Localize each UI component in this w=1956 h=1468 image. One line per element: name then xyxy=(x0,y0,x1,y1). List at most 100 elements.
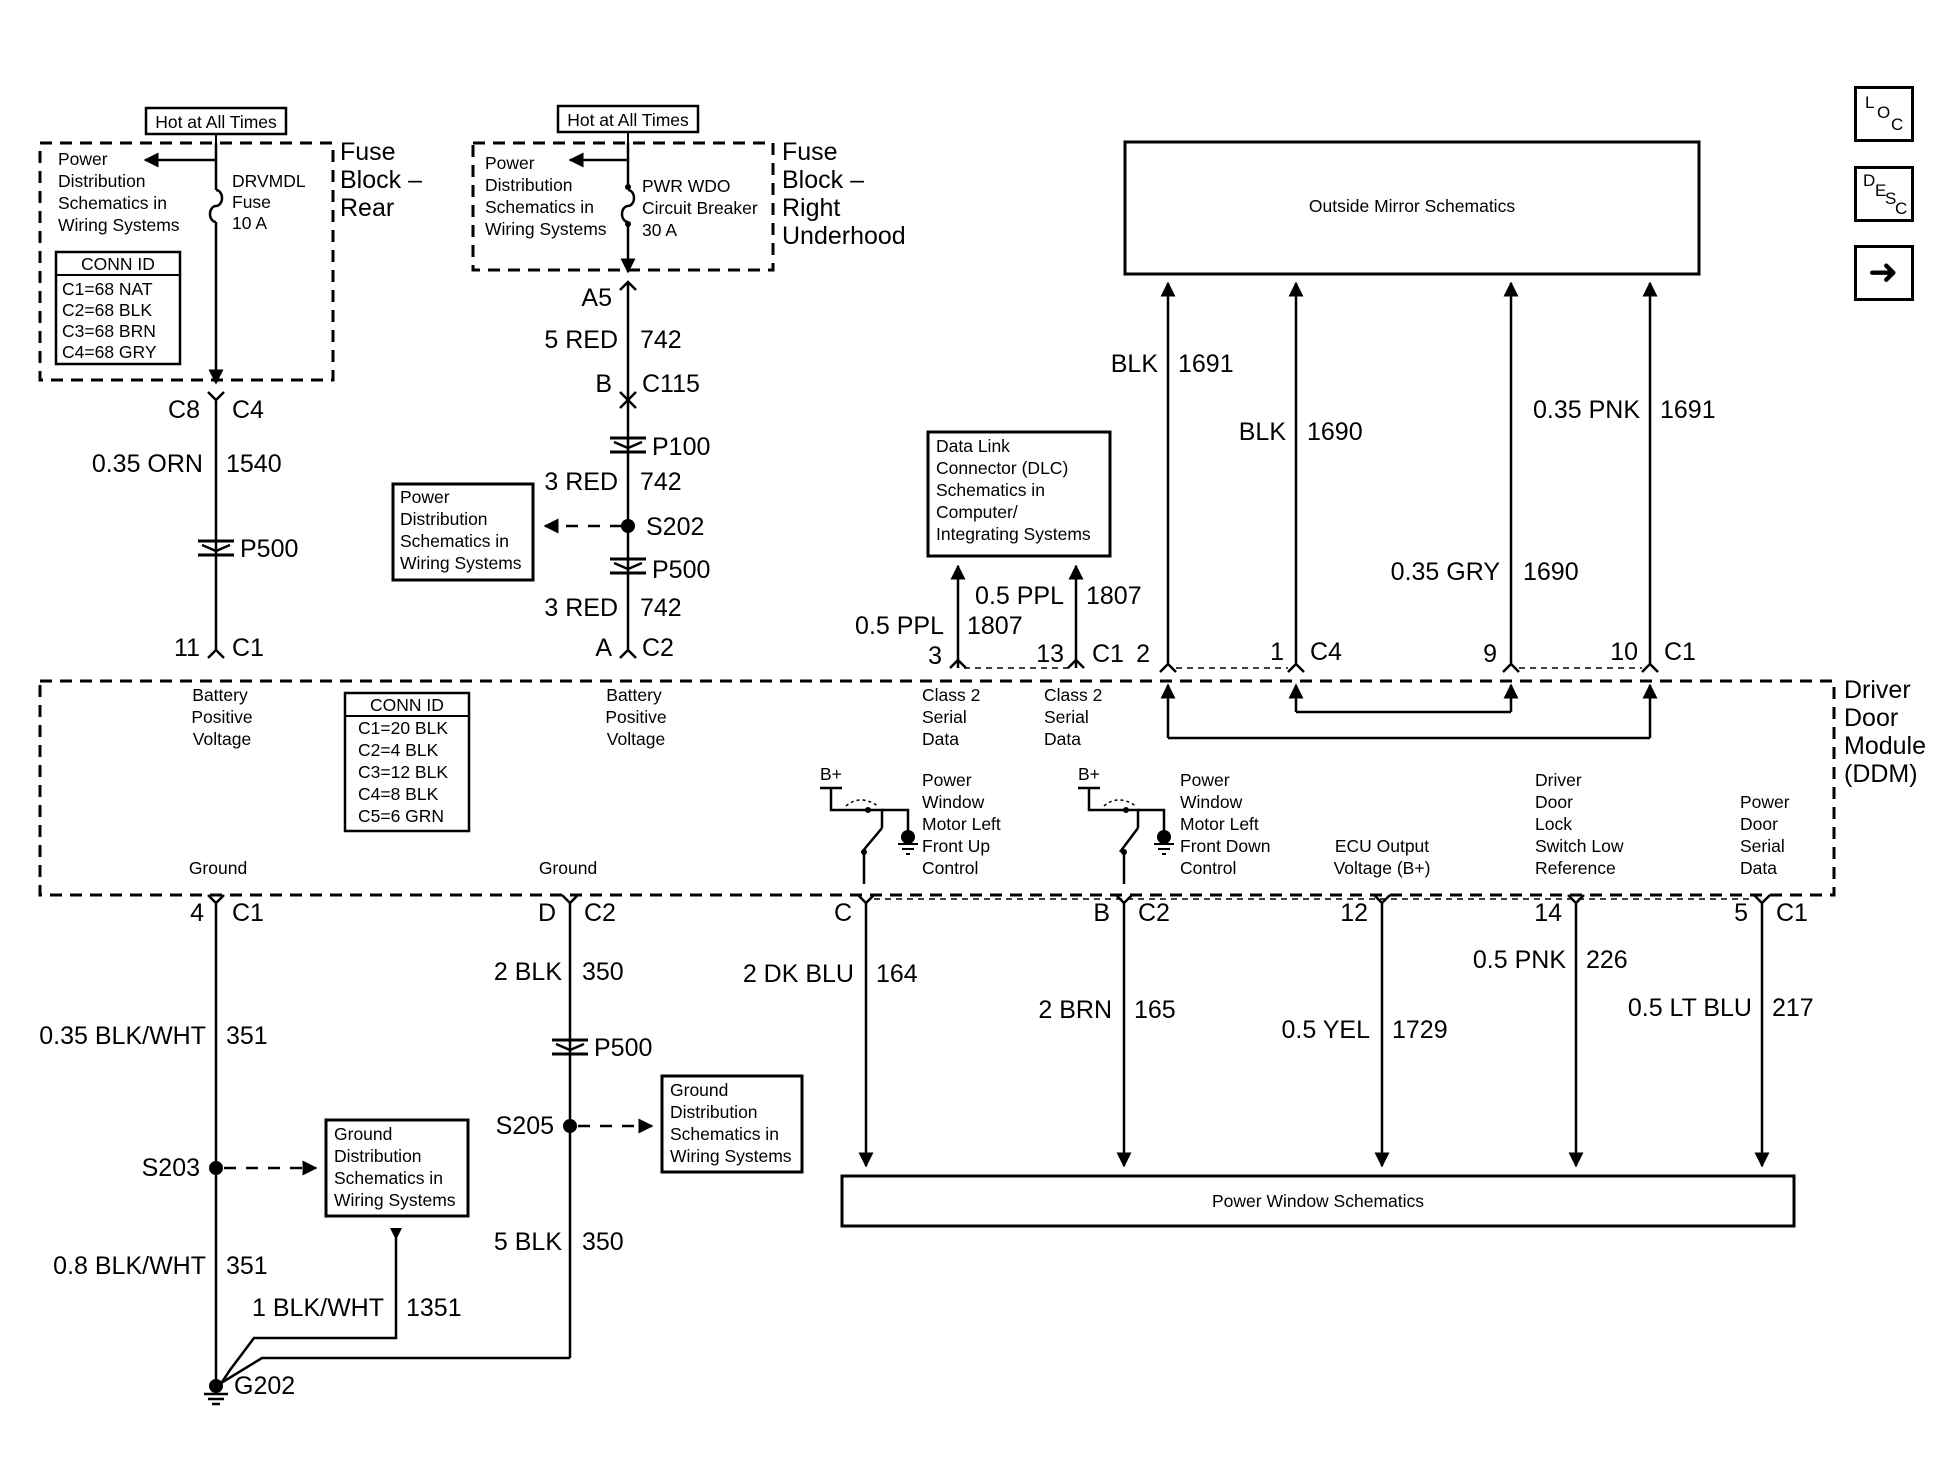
svg-text:(DDM): (DDM) xyxy=(1844,760,1918,788)
dlc-ref-box[interactable]: Data Link Connector (DLC) Schematics in … xyxy=(926,430,1112,558)
drvmdl-fuse-label: DRVMDL Fuse 10 A xyxy=(232,171,306,233)
dlc-section: Data Link Connector (DLC) Schematics in … xyxy=(855,430,1142,670)
svg-text:0.5 PPL: 0.5 PPL xyxy=(855,612,944,640)
svg-text:742: 742 xyxy=(640,594,682,622)
svg-text:9: 9 xyxy=(1483,640,1497,668)
svg-text:Voltage: Voltage xyxy=(607,729,665,749)
svg-text:S203: S203 xyxy=(142,1154,200,1182)
svg-text:Schematics in: Schematics in xyxy=(936,480,1045,500)
svg-text:C: C xyxy=(834,899,852,927)
power-distribution-ref-box[interactable]: Power Distribution Schematics in Wiring … xyxy=(391,482,535,582)
window-down-switch-label: Power Window Motor Left Front Down Contr… xyxy=(1180,770,1270,878)
svg-text:Door: Door xyxy=(1844,704,1898,732)
svg-text:Wiring Systems: Wiring Systems xyxy=(400,553,522,573)
fuse-block-right-underhood: Hot at All Times Power Distribution Sche… xyxy=(471,104,906,274)
svg-text:1691: 1691 xyxy=(1660,396,1716,424)
ground-circuit-351: 4 C1 0.35 BLK/WHT 351 S203 Ground Distri… xyxy=(39,894,570,1406)
ground-symbol-icon xyxy=(204,1379,228,1406)
svg-text:A: A xyxy=(595,634,612,662)
svg-text:Distribution: Distribution xyxy=(334,1146,422,1166)
svg-text:C4: C4 xyxy=(232,396,264,424)
svg-text:B+: B+ xyxy=(1078,764,1100,784)
svg-text:C1: C1 xyxy=(232,634,264,662)
loc-letter-c: C xyxy=(1891,115,1904,134)
svg-text:Power: Power xyxy=(922,770,972,790)
svg-text:Power: Power xyxy=(485,153,535,173)
svg-text:Control: Control xyxy=(922,858,978,878)
svg-text:Distribution: Distribution xyxy=(58,171,146,191)
svg-text:Window: Window xyxy=(922,792,985,812)
inline-connector-icon xyxy=(198,539,234,557)
svg-text:1690: 1690 xyxy=(1523,558,1579,586)
svg-text:Block –: Block – xyxy=(340,166,422,194)
svg-text:Schematics in: Schematics in xyxy=(670,1124,779,1144)
svg-text:2: 2 xyxy=(1136,640,1150,668)
svg-text:C2=68 BLK: C2=68 BLK xyxy=(62,300,152,320)
svg-text:Ground: Ground xyxy=(670,1080,728,1100)
svg-text:C1: C1 xyxy=(1664,638,1696,666)
class-2-serial-data-a: Class 2 Serial Data xyxy=(922,685,980,749)
svg-text:Data: Data xyxy=(1044,729,1081,749)
svg-text:742: 742 xyxy=(640,326,682,354)
svg-text:BLK: BLK xyxy=(1111,350,1159,378)
fuse-block-rear: Hot at All Times Power Distribution Sche… xyxy=(38,106,422,385)
svg-text:Connector (DLC): Connector (DLC) xyxy=(936,458,1068,478)
svg-text:13: 13 xyxy=(1036,640,1064,668)
svg-text:0.5 LT BLU: 0.5 LT BLU xyxy=(1628,994,1752,1022)
svg-text:1540: 1540 xyxy=(226,450,282,478)
svg-text:Power: Power xyxy=(58,149,108,169)
svg-text:Power Window Schematics: Power Window Schematics xyxy=(1212,1191,1424,1211)
svg-text:Positive: Positive xyxy=(191,707,252,727)
inline-connector-icon xyxy=(552,1038,588,1056)
svg-text:1: 1 xyxy=(1270,638,1284,666)
svg-text:C8: C8 xyxy=(168,396,200,424)
svg-text:C4=68 GRY: C4=68 GRY xyxy=(62,342,157,362)
desc-button[interactable]: D E S C xyxy=(1854,166,1914,222)
svg-text:Fuse: Fuse xyxy=(340,138,396,166)
svg-text:C5=6 GRN: C5=6 GRN xyxy=(358,806,444,826)
svg-text:Motor Left: Motor Left xyxy=(1180,814,1259,834)
svg-text:Serial: Serial xyxy=(1044,707,1089,727)
svg-text:10 A: 10 A xyxy=(232,213,267,233)
svg-text:Door: Door xyxy=(1535,792,1573,812)
svg-text:226: 226 xyxy=(1586,946,1628,974)
window-up-switch-label: Power Window Motor Left Front Up Control xyxy=(922,770,1001,878)
svg-text:A5: A5 xyxy=(581,284,612,312)
svg-text:PWR WDO: PWR WDO xyxy=(642,176,730,196)
ground-distribution-ref-box[interactable]: Ground Distribution Schematics in Wiring… xyxy=(660,1074,804,1174)
svg-text:0.35 ORN: 0.35 ORN xyxy=(92,450,203,478)
svg-text:Distribution: Distribution xyxy=(400,509,488,529)
next-button[interactable]: ➜ xyxy=(1854,245,1914,301)
outside-mirror-box[interactable]: Outside Mirror Schematics xyxy=(1123,140,1701,276)
svg-text:4: 4 xyxy=(190,899,204,927)
loc-button[interactable]: L O C xyxy=(1854,86,1914,142)
svg-text:DRVMDL: DRVMDL xyxy=(232,171,306,191)
window-up-switch: B+ xyxy=(820,764,918,884)
ground-distribution-ref-box[interactable]: Ground Distribution Schematics in Wiring… xyxy=(324,1118,470,1218)
svg-text:Ground: Ground xyxy=(334,1124,392,1144)
power-window-box[interactable]: Power Window Schematics xyxy=(840,1174,1796,1228)
svg-text:1690: 1690 xyxy=(1307,418,1363,446)
splice-s205-dot xyxy=(563,1119,577,1133)
svg-text:Positive: Positive xyxy=(605,707,666,727)
svg-text:351: 351 xyxy=(226,1252,268,1280)
svg-text:1807: 1807 xyxy=(967,612,1023,640)
desc-letter-s: S xyxy=(1885,189,1897,208)
svg-text:3 RED: 3 RED xyxy=(544,594,618,622)
svg-text:Power: Power xyxy=(1740,792,1790,812)
svg-text:350: 350 xyxy=(582,1228,624,1256)
ecu-output-voltage-label: ECU Output Voltage (B+) xyxy=(1334,836,1431,878)
svg-text:Schematics in: Schematics in xyxy=(58,193,167,213)
conn-id-table-ddm: CONN ID C1=20 BLK C2=4 BLK C3=12 BLK C4=… xyxy=(343,691,471,833)
svg-text:C3=68 BRN: C3=68 BRN xyxy=(62,321,156,341)
svg-text:BLK: BLK xyxy=(1239,418,1287,446)
svg-text:351: 351 xyxy=(226,1022,268,1050)
svg-text:Window: Window xyxy=(1180,792,1243,812)
svg-text:2 DK BLU: 2 DK BLU xyxy=(743,960,854,988)
svg-text:Distribution: Distribution xyxy=(485,175,573,195)
svg-text:1 BLK/WHT: 1 BLK/WHT xyxy=(252,1294,384,1322)
svg-text:P500: P500 xyxy=(240,535,298,563)
svg-text:Switch Low: Switch Low xyxy=(1535,836,1624,856)
svg-text:Wiring Systems: Wiring Systems xyxy=(670,1146,792,1166)
svg-text:Driver: Driver xyxy=(1844,676,1911,704)
